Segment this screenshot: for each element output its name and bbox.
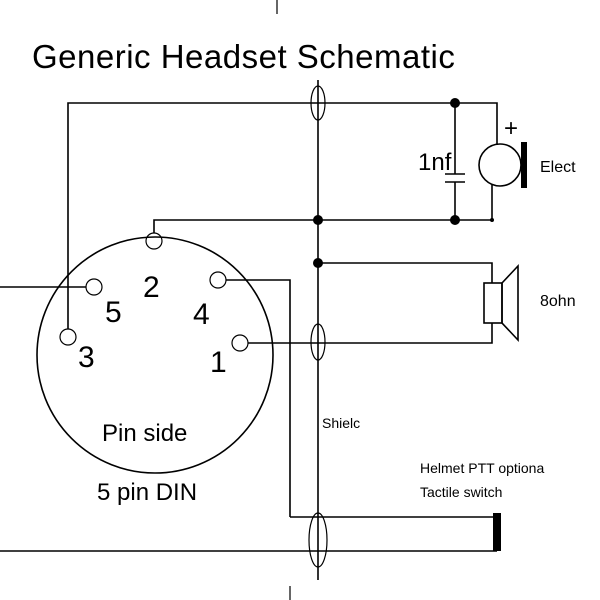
din-connector-body	[36, 236, 274, 474]
mic-label: Elect	[540, 159, 576, 176]
ptt-switch-contact	[493, 513, 501, 551]
pin-1-label: 1	[210, 346, 227, 379]
cable-shield-ellipse-mid	[310, 323, 326, 361]
pin-3-wire	[67, 102, 458, 329]
ptt-label-line1: Helmet PTT optiona	[420, 460, 544, 476]
cable-shield-ellipse-bottom	[308, 512, 328, 568]
pin-4-contact	[209, 271, 227, 289]
speaker-label: 8ohn	[540, 293, 576, 310]
pin-1-wire	[248, 323, 493, 344]
speaker-magnet	[483, 282, 503, 324]
junction-dot	[313, 215, 323, 225]
diagram-title: Generic Headset Schematic	[32, 38, 455, 75]
capacitor-label: 1nf	[418, 149, 452, 176]
pin-1-contact	[231, 334, 249, 352]
speaker-cone	[501, 263, 519, 343]
ptt-label-line2: Tactile switch	[420, 484, 502, 500]
shield-label: Shielc	[322, 415, 360, 431]
pin-2-label: 2	[143, 271, 160, 304]
speaker-ground-wire	[318, 262, 493, 283]
microphone-diaphragm	[521, 142, 527, 188]
microphone-capsule	[478, 143, 522, 187]
pin-side-label: Pin side	[102, 420, 187, 447]
pin-3-label: 3	[78, 341, 95, 374]
pin-3-contact	[59, 328, 77, 346]
pin-4-wire	[226, 279, 291, 517]
mic-positive-wire	[458, 102, 498, 145]
pin-4-label: 4	[193, 298, 210, 331]
cable-shield-ellipse-top	[310, 85, 326, 121]
pin-2-wire	[153, 219, 492, 233]
pin-5-contact	[85, 278, 103, 296]
pin-5-label: 5	[105, 296, 122, 329]
pin-2-contact	[145, 232, 163, 250]
mic-polarity-label: +	[504, 115, 518, 142]
din-type-label: 5 pin DIN	[97, 479, 197, 506]
